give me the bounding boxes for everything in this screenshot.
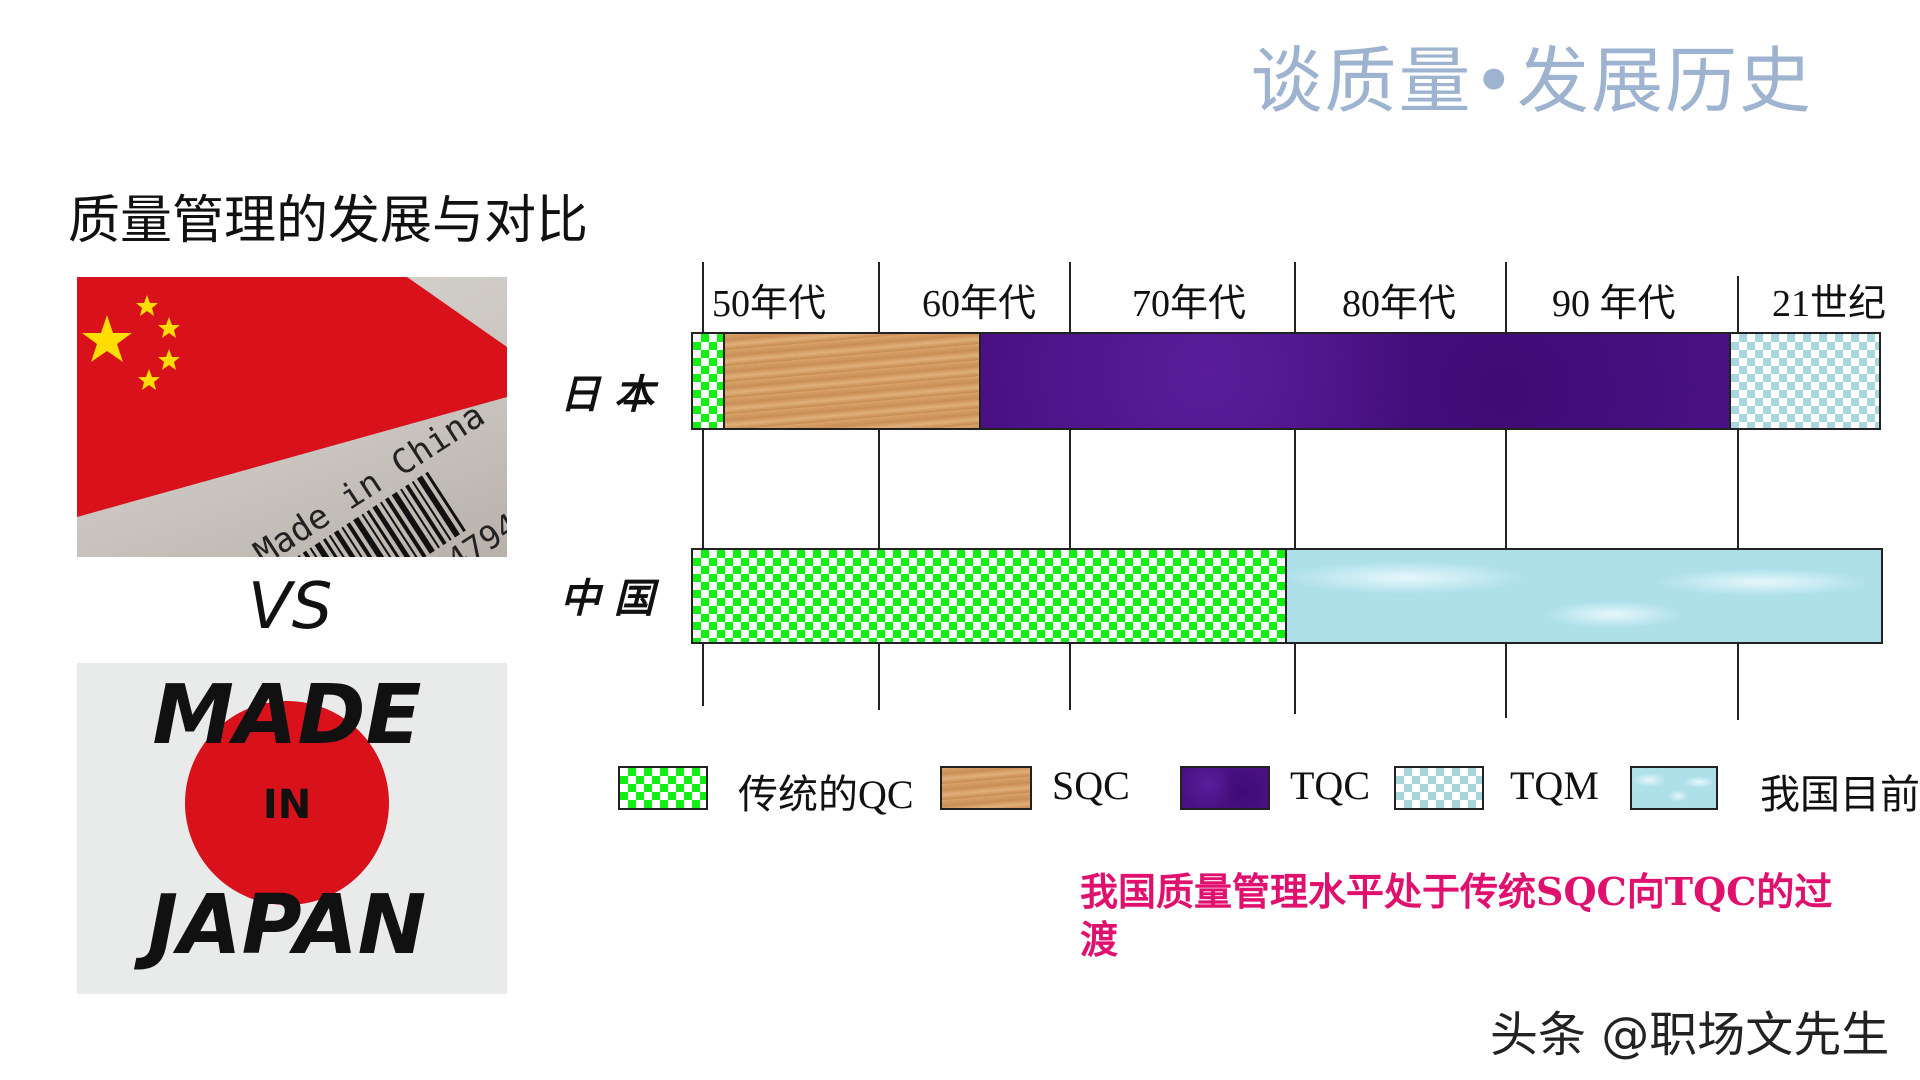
segment-sqc xyxy=(725,334,981,428)
legend-label-current: 我国目前 xyxy=(1760,772,1920,817)
legend-swatch-qc xyxy=(618,766,708,810)
china-timeline-bar xyxy=(691,548,1883,644)
row-label-china: 中国 xyxy=(560,575,668,622)
timeline-divider xyxy=(1737,644,1739,720)
made-text: MADE xyxy=(152,668,421,763)
flag-stars xyxy=(82,295,180,390)
timeline-divider xyxy=(1737,428,1739,548)
japan-timeline-bar xyxy=(691,332,1881,430)
decade-label: 80年代 xyxy=(1342,283,1457,325)
decade-label: 90 年代 xyxy=(1552,283,1676,325)
timeline-divider xyxy=(1294,262,1296,332)
vs-label: VS xyxy=(248,570,333,644)
watermark: 头条 @职场文先生 xyxy=(1490,1007,1890,1063)
timeline-divider xyxy=(1505,428,1507,548)
timeline-divider xyxy=(1069,644,1071,710)
made-in-china-photo: Made in China 1114794 xyxy=(77,277,507,557)
decade-label: 70年代 xyxy=(1132,283,1247,325)
timeline-divider xyxy=(1069,428,1071,548)
barcode xyxy=(297,471,466,557)
legend-swatch-tqm xyxy=(1394,766,1484,810)
timeline-divider xyxy=(702,262,704,332)
timeline-divider xyxy=(1069,262,1071,332)
conclusion-note: 我国质量管理水平处于传统SQC向TQC的过渡 xyxy=(1080,869,1833,962)
timeline-divider xyxy=(702,644,704,706)
timeline-divider xyxy=(1737,276,1739,332)
made-in-japan-illustration: MADE IN JAPAN xyxy=(134,668,427,973)
made-in-japan-photo: MADE IN JAPAN xyxy=(77,663,507,994)
timeline-divider xyxy=(878,644,880,710)
timeline-divider xyxy=(702,428,704,548)
decade-label: 60年代 xyxy=(922,283,1037,325)
segment-traditional-qc xyxy=(693,334,725,428)
timeline-divider xyxy=(1505,262,1507,332)
china-flag-shape xyxy=(77,277,507,517)
timeline-divider xyxy=(1294,644,1296,714)
japan-text: JAPAN xyxy=(134,878,427,973)
legend-swatch-tqc xyxy=(1180,766,1270,810)
row-label-japan: 日本 xyxy=(560,371,668,418)
segment-current-china xyxy=(1287,550,1881,642)
legend-label-sqc: SQC xyxy=(1052,763,1130,808)
in-text: IN xyxy=(263,782,311,828)
decade-label: 21世纪 xyxy=(1772,283,1887,325)
japan-sun-circle xyxy=(185,701,389,905)
timeline-divider xyxy=(878,428,880,548)
segment-traditional-qc xyxy=(693,550,1287,642)
timeline-divider xyxy=(1294,428,1296,548)
legend-swatch-sqc xyxy=(940,766,1032,810)
timeline-divider xyxy=(1505,644,1507,718)
legend-label-tqc: TQC xyxy=(1290,763,1370,808)
segment-tqm xyxy=(1731,334,1879,428)
slide-title: 谈质量•发展历史 xyxy=(1250,39,1813,123)
segment-tqc xyxy=(981,334,1731,428)
decade-label: 50年代 xyxy=(712,283,827,325)
made-in-china-illustration: Made in China 1114794 xyxy=(77,277,507,557)
timeline-divider xyxy=(878,262,880,332)
legend-swatch-current xyxy=(1630,766,1718,810)
legend-label-qc: 传统的QC xyxy=(738,772,914,817)
section-subtitle: 质量管理的发展与对比 xyxy=(68,191,589,251)
legend-label-tqm: TQM xyxy=(1510,763,1599,808)
